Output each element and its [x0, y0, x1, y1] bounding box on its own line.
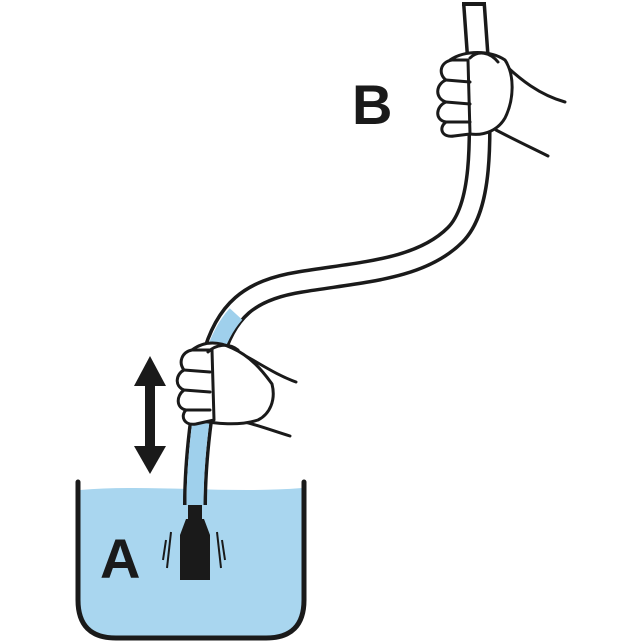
double-arrow-vertical-icon — [134, 356, 166, 474]
siphon-tube — [183, 2, 492, 506]
lower-hand — [175, 341, 298, 438]
container-wall — [75, 479, 307, 641]
label-a: A — [100, 527, 140, 590]
upper-hand — [436, 51, 567, 158]
jiggle-valve-icon — [162, 505, 226, 580]
label-b: B — [352, 73, 392, 136]
